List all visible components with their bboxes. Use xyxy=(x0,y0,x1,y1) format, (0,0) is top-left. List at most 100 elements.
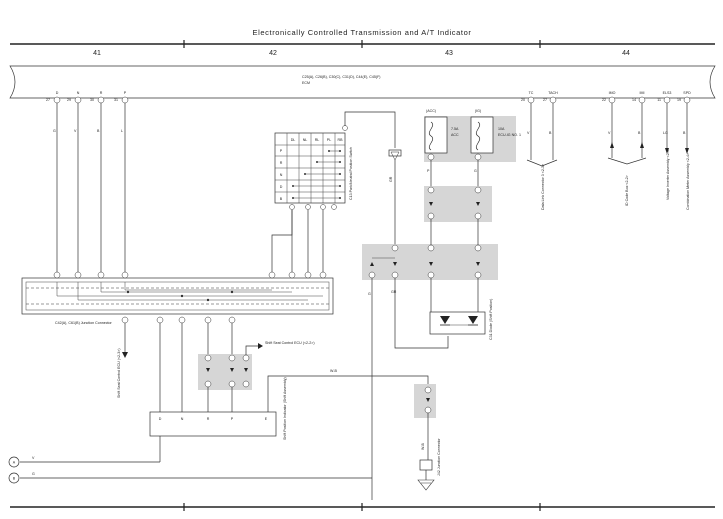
svg-text:IMI: IMI xyxy=(640,91,645,95)
svg-text:R: R xyxy=(100,91,103,95)
svg-text:29: 29 xyxy=(67,98,71,102)
switch-wires xyxy=(271,111,396,272)
gr-connector: GR xyxy=(388,149,402,244)
svg-text:NL: NL xyxy=(303,138,308,142)
svg-text:22: 22 xyxy=(602,98,606,102)
svg-text:RL: RL xyxy=(315,138,320,142)
junction-connector-label: C42(A), C61(B) Junction Connector xyxy=(55,321,113,325)
svg-text:D: D xyxy=(280,185,283,189)
svg-text:R: R xyxy=(280,161,283,165)
fuse-ig: (IG) 10A ECU-IG NO. 1 xyxy=(470,109,521,161)
wb-wire xyxy=(267,375,429,412)
column-43: 43 xyxy=(445,50,453,57)
svg-text:A: A xyxy=(13,461,16,465)
ground-icon xyxy=(417,479,435,491)
junction-bottom xyxy=(121,316,236,412)
svg-text:G: G xyxy=(32,472,35,476)
svg-text:D: D xyxy=(56,91,59,95)
svg-text:B: B xyxy=(683,131,686,135)
svg-text:30: 30 xyxy=(90,98,94,102)
left-wires: G V B L xyxy=(53,103,126,272)
svg-text:10A: 10A xyxy=(498,127,505,131)
id-code-box-label: ID Code Box <2-2> xyxy=(625,175,629,206)
svg-text:P: P xyxy=(124,91,127,95)
svg-text:V: V xyxy=(527,131,530,135)
column-42: 42 xyxy=(269,50,277,57)
j42-label: J42 Junction Connector xyxy=(437,437,441,476)
shift-position-pins: D N R P E xyxy=(159,417,268,421)
svg-text:TC: TC xyxy=(529,91,534,95)
ecm-left-pins: D N R P 27 29 30 31 xyxy=(46,91,129,104)
svg-text:IMO: IMO xyxy=(609,91,616,95)
svg-text:P: P xyxy=(231,417,234,421)
ecm-box xyxy=(9,65,716,99)
dlc3-label: Data Link Connector 3 <2-3> xyxy=(541,164,545,210)
svg-text:SPD: SPD xyxy=(683,91,691,95)
svg-text:TACH: TACH xyxy=(548,91,558,95)
ecm-codes: C25(A), C26(B), C30(C), C31(D), C44(E), … xyxy=(302,75,380,79)
svg-text:B: B xyxy=(280,197,283,201)
diode-label: C31 Diode (Shift Position) xyxy=(489,299,493,340)
svg-text:L: L xyxy=(121,129,123,133)
svg-text:D: D xyxy=(159,417,162,421)
svg-text:11: 11 xyxy=(657,98,661,102)
svg-text:14: 14 xyxy=(632,98,636,102)
svg-text:G: G xyxy=(53,129,56,133)
svg-text:G: G xyxy=(368,292,371,296)
fuse-acc: (ACC) 7.5A ACC xyxy=(424,109,459,161)
shift-lock2-label: Shift Seat Control ECU (<2-2>) xyxy=(265,341,315,345)
voltage-inverter-label: Voltage Inverter Assembly <2-4> xyxy=(666,148,670,200)
svg-text:DL: DL xyxy=(291,138,296,142)
svg-text:ECU-IG NO. 1: ECU-IG NO. 1 xyxy=(498,133,521,137)
svg-text:P: P xyxy=(427,169,430,173)
svg-text:V: V xyxy=(32,456,35,460)
shift-position-indicator xyxy=(149,411,277,437)
ecm-label: ECM xyxy=(302,81,310,85)
svg-text:20: 20 xyxy=(521,98,525,102)
column-41: 41 xyxy=(93,50,101,57)
column-44: 44 xyxy=(622,50,630,57)
svg-text:B: B xyxy=(13,477,16,481)
svg-text:19: 19 xyxy=(677,98,681,102)
svg-text:W-B: W-B xyxy=(421,442,425,450)
middle-connector xyxy=(424,186,492,222)
diode-box xyxy=(429,311,486,335)
svg-text:ELS3: ELS3 xyxy=(663,91,672,95)
svg-text:P: P xyxy=(280,149,283,153)
svg-text:27: 27 xyxy=(46,98,50,102)
junction-top-pins xyxy=(53,271,327,279)
svg-text:B: B xyxy=(97,129,100,133)
svg-text:N: N xyxy=(181,417,184,421)
svg-text:31: 31 xyxy=(114,98,118,102)
svg-text:ACC: ACC xyxy=(451,133,459,137)
j42-connector xyxy=(419,459,433,471)
svg-text:(ACC): (ACC) xyxy=(426,109,436,113)
marker-a xyxy=(8,456,20,468)
svg-text:7.5A: 7.5A xyxy=(451,127,459,131)
block-wires: G GR xyxy=(368,278,479,500)
svg-text:(IG): (IG) xyxy=(475,109,481,113)
svg-text:PL: PL xyxy=(327,138,331,142)
ecm-right-pins: TC TACH IMO IMI ELS3 SPD 20 27 22 14 11 … xyxy=(521,91,691,104)
shift-lock-label: Shift Seat Control ECU (<2-3>) xyxy=(117,348,121,398)
svg-text:LG: LG xyxy=(663,131,668,135)
shift-position-label: Shift Position Indicator (Shift Assembly… xyxy=(283,377,287,440)
svg-text:RB: RB xyxy=(338,138,344,142)
svg-text:B: B xyxy=(638,131,641,135)
svg-text:GR: GR xyxy=(389,176,393,182)
junction-internal-links xyxy=(56,282,323,302)
right-wires: V B V B LG B xyxy=(526,103,689,167)
lock-arrow xyxy=(245,345,258,355)
diagram-title: Electronically Controlled Transmission a… xyxy=(253,28,472,37)
svg-text:N: N xyxy=(280,173,283,177)
svg-text:E: E xyxy=(265,417,268,421)
svg-text:B: B xyxy=(549,131,552,135)
svg-text:R: R xyxy=(207,417,210,421)
svg-text:27: 27 xyxy=(543,98,547,102)
connector-block-pins xyxy=(368,244,482,279)
svg-text:W-B: W-B xyxy=(330,369,338,373)
svg-text:N: N xyxy=(77,91,80,95)
svg-text:GR: GR xyxy=(391,290,397,294)
combination-meter-label: Combination Meter Assembly <2-4> xyxy=(686,153,690,210)
